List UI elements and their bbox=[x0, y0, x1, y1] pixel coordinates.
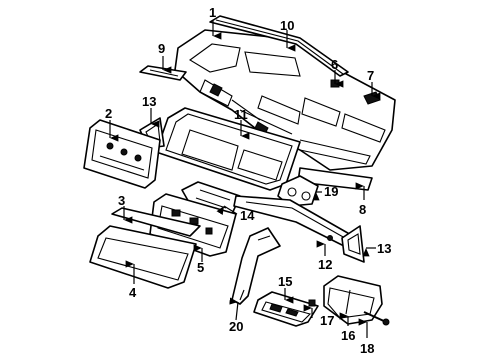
panel-3-part bbox=[111, 207, 201, 237]
callout-13-right: 13 bbox=[377, 241, 391, 256]
top-pad-strip-part bbox=[209, 15, 349, 77]
callout-7: 7 bbox=[367, 68, 374, 83]
callout-20: 20 bbox=[229, 319, 243, 334]
callout-17: 17 bbox=[320, 313, 334, 328]
callout-4: 4 bbox=[129, 285, 137, 300]
rod-18-part bbox=[363, 311, 390, 326]
callout-1: 1 bbox=[209, 5, 216, 20]
switch-panel-2-part bbox=[83, 119, 161, 189]
callout-14: 14 bbox=[240, 208, 255, 223]
callout-labels: 1 10 9 6 7 2 13 11 3 4 5 14 8 19 12 13 2… bbox=[105, 5, 391, 356]
support-brace-20-part bbox=[231, 227, 281, 305]
ashtray-15-part bbox=[253, 291, 319, 327]
callout-9: 9 bbox=[158, 41, 165, 56]
callout-18: 18 bbox=[360, 341, 374, 356]
callout-3: 3 bbox=[118, 193, 125, 208]
callout-8: 8 bbox=[359, 202, 366, 217]
callout-19: 19 bbox=[324, 184, 338, 199]
callout-15: 15 bbox=[278, 274, 292, 289]
callout-12: 12 bbox=[318, 257, 332, 272]
bracket-19-part bbox=[277, 175, 319, 207]
callout-11: 11 bbox=[234, 107, 248, 122]
callout-13-top: 13 bbox=[142, 94, 156, 109]
callout-10: 10 bbox=[280, 18, 294, 33]
compartment-box-16-part bbox=[323, 275, 383, 325]
callout-2: 2 bbox=[105, 106, 112, 121]
leader-lines bbox=[109, 20, 381, 338]
callout-16: 16 bbox=[341, 328, 355, 343]
callout-6: 6 bbox=[331, 57, 338, 72]
glove-box-door-4-part bbox=[89, 225, 197, 289]
clip-17-part bbox=[308, 299, 316, 307]
corner-bezel-13-right-part bbox=[341, 225, 365, 263]
callout-5: 5 bbox=[197, 260, 204, 275]
